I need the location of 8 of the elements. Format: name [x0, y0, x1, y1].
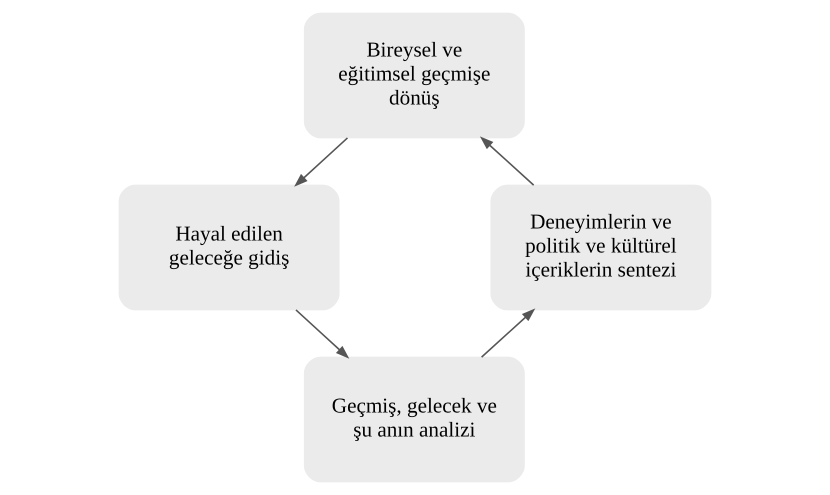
arrow [295, 309, 350, 359]
arrow [480, 136, 534, 186]
node-box: Deneyimlerin ve politik ve kültürel içeriklerin sentezi [490, 184, 712, 310]
node-box: Hayal edilen geleceğe gidiş [118, 184, 340, 310]
arrow [294, 137, 348, 187]
node-box: Geçmiş, gelecek ve şu anın analizi [304, 356, 525, 482]
arrow [481, 308, 536, 358]
node-box: Bireysel ve eğitimsel geçmişe dönüş [304, 12, 525, 138]
